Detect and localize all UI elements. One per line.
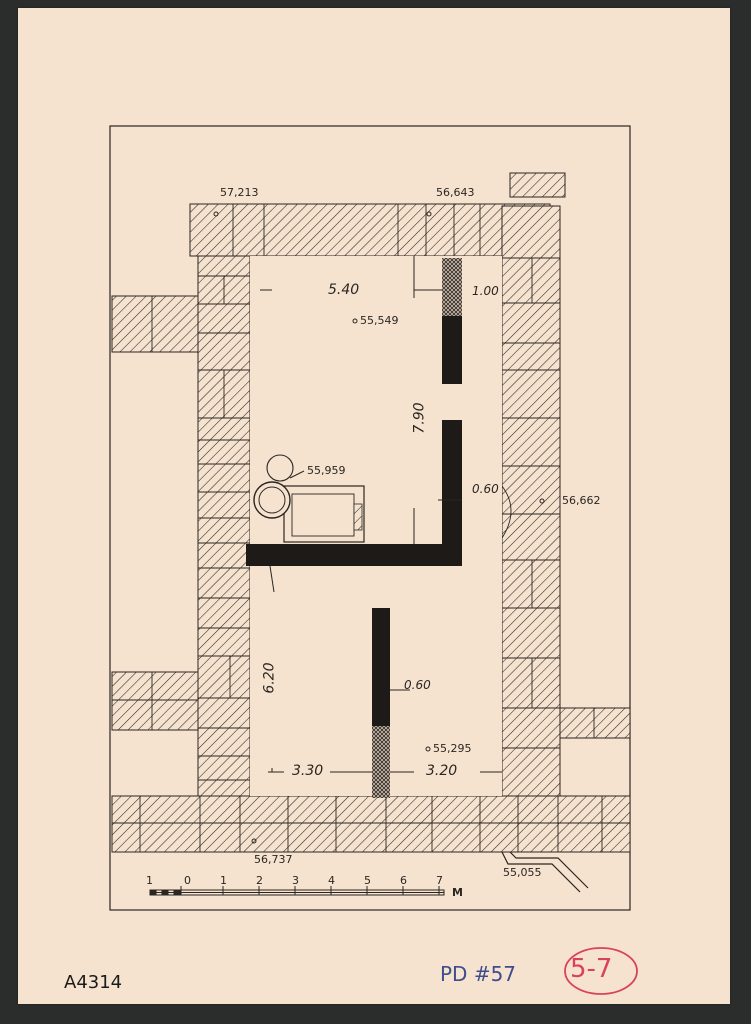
dimension-lower-left-width: 3.30 (292, 763, 324, 779)
partition-upper-hatched (442, 258, 462, 316)
partition-lower (372, 608, 390, 726)
sheet-reference: 5-7 (570, 954, 613, 984)
elevation-north-wall: 56,643 (436, 186, 475, 199)
elevation-room-upper: 55,549 (360, 314, 399, 327)
partition-lower-hatched (372, 726, 390, 798)
dimension-height-upper: 7.90 (411, 402, 428, 434)
north-wall (189, 203, 551, 257)
scale-tick-label: 0 (184, 874, 191, 887)
elevation-east-wall: 56,662 (562, 494, 601, 507)
elevation-south-wall: 56,737 (254, 853, 293, 866)
catalog-number: A4314 (64, 972, 123, 993)
floor-plan-drawing (109, 125, 638, 995)
elevation-point-east (539, 498, 545, 504)
elevation-point-n (426, 211, 432, 217)
scale-tick-label: 5 (364, 874, 371, 887)
elevation-point-upper (352, 318, 358, 324)
west-annex-lower (111, 671, 199, 731)
stone-joints (112, 204, 630, 852)
scale-unit: M (452, 886, 463, 899)
bench-end (353, 503, 363, 531)
jar-inner (258, 486, 286, 514)
stone-walls (111, 203, 631, 853)
elevation-drain: 55,055 (503, 866, 542, 879)
elevation-nw-corner: 57,213 (220, 186, 259, 199)
west-annex-upper (111, 295, 199, 353)
stone-bench (283, 485, 365, 543)
drain-channel (501, 851, 589, 893)
partition-middle (442, 420, 462, 566)
scale-tick-label: 1 (146, 874, 153, 887)
dimension-wall-upper: 1.00 (472, 284, 499, 298)
elevation-point-nw (213, 211, 219, 217)
plan-reference: PD #57 (440, 962, 517, 986)
scale-tick-label: 6 (400, 874, 407, 887)
dimension-lower-right-width: 3.20 (426, 763, 458, 779)
elevation-points (213, 211, 545, 844)
elevation-jar: 55,959 (307, 464, 346, 477)
paper-sheet: 57,213 56,643 55,549 55,959 56,662 55,29… (18, 8, 730, 1004)
dimension-upper-width: 5.40 (328, 282, 360, 298)
jar-small (266, 454, 294, 482)
dimension-height-lower: 6.20 (261, 662, 278, 694)
loose-stone-block (509, 172, 566, 198)
dimension-lines (260, 256, 502, 773)
scale-bar (149, 886, 445, 896)
drawing-frame (109, 125, 631, 911)
east-wall (501, 205, 561, 799)
scale-tick-label: 2 (256, 874, 263, 887)
east-annex-lower (559, 707, 631, 739)
scale-tick-label: 3 (292, 874, 299, 887)
elevation-point-lower (425, 746, 431, 752)
dimension-wall-middle: 0.60 (472, 482, 499, 496)
scale-tick-label: 4 (328, 874, 335, 887)
partition-cross (246, 544, 462, 566)
scale-tick-label: 1 (220, 874, 227, 887)
elevation-point-sw (251, 838, 257, 844)
sheet-ref-circle (564, 947, 638, 995)
dimension-wall-lower: 0.60 (404, 678, 431, 692)
west-wall (197, 255, 251, 797)
scale-tick-label: 7 (436, 874, 443, 887)
south-wall (111, 795, 631, 853)
elevation-room-lower: 55,295 (433, 742, 472, 755)
